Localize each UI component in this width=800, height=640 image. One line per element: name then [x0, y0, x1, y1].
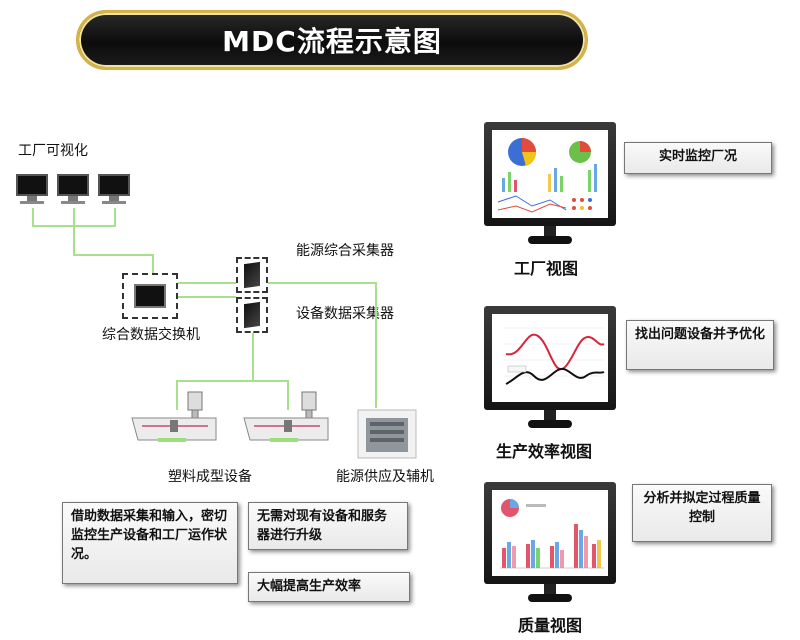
injection-machine-icon: [243, 391, 329, 442]
page-title: MDC流程示意图: [222, 25, 442, 58]
device-collector-label: 设备数据采集器: [296, 306, 394, 322]
factory-view-label: 工厂视图: [514, 259, 579, 278]
connector-line: [73, 254, 153, 256]
switch-label: 综合数据交换机: [102, 327, 200, 343]
quality-view-label: 质量视图: [518, 616, 583, 635]
factory-view-desc: 实时监控厂况: [624, 142, 772, 174]
connector-line: [287, 380, 289, 410]
energy-collector-box: [236, 257, 268, 293]
connector-line: [32, 208, 34, 226]
monitor-icon: [57, 174, 89, 204]
note-no-upgrade: 无需对现有设备和服务器进行升级: [248, 502, 408, 550]
quality-chart: [492, 490, 608, 576]
connector-line: [252, 333, 254, 381]
connector-line: [114, 208, 116, 226]
efficiency-view-desc: 找出问题设备并予优化: [626, 320, 774, 370]
efficiency-chart: [492, 314, 608, 402]
energy-supply-label: 能源供应及辅机: [336, 469, 434, 485]
note-collect: 借助数据采集和输入，密切监控生产设备和工厂运作状况。: [62, 502, 238, 584]
connector-line: [375, 282, 377, 408]
connector-line: [73, 225, 75, 255]
connector-line: [73, 208, 75, 226]
note-efficiency: 大幅提高生产效率: [248, 572, 410, 602]
cooling-tower-icon: [357, 409, 417, 459]
device-box-icon: [244, 301, 260, 329]
device-box-icon: [244, 261, 260, 289]
efficiency-view-label: 生产效率视图: [496, 442, 593, 461]
injection-machine-icon: [131, 391, 217, 442]
efficiency-view-monitor: [484, 306, 616, 432]
factory-visual-label: 工厂可视化: [18, 143, 88, 159]
connector-line: [176, 380, 288, 382]
factory-dashboard: [492, 130, 608, 218]
connector-line: [176, 380, 178, 410]
monitor-icon: [98, 174, 130, 204]
connector-line: [152, 254, 154, 274]
quality-view-desc: 分析并拟定过程质量控制: [632, 484, 772, 542]
connector-line: [268, 282, 376, 284]
title-banner: MDC流程示意图: [76, 10, 588, 70]
energy-collector-label: 能源综合采集器: [296, 243, 394, 259]
quality-view-monitor: [484, 482, 616, 606]
switch-box: [122, 273, 178, 319]
connector-line: [178, 296, 236, 298]
factory-view-monitor: [484, 122, 616, 248]
device-collector-box: [236, 297, 268, 333]
monitor-icon: [16, 174, 48, 204]
molding-label: 塑料成型设备: [168, 469, 252, 485]
connector-line: [178, 282, 236, 284]
